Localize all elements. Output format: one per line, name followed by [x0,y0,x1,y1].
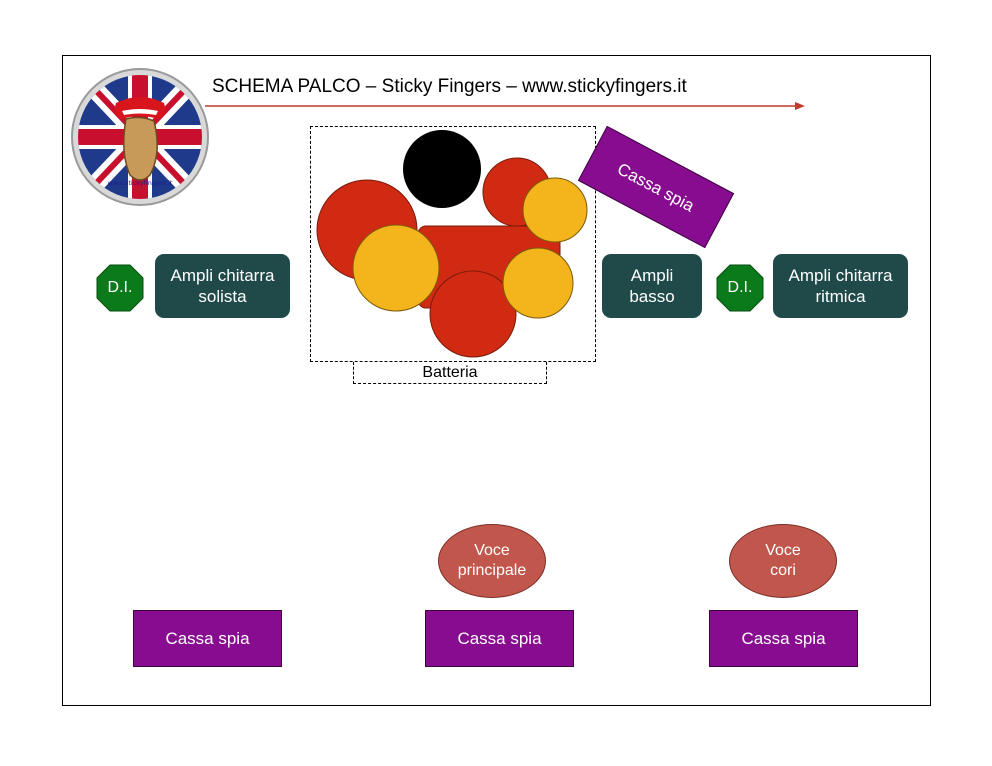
amp-lead-guitar-label: Ampli chitarra solista [170,266,275,306]
drums-label: Batteria [353,362,547,384]
drum-snare [429,270,517,358]
monitor-right: Cassa spia [709,610,858,667]
monitor-left: Cassa spia [133,610,282,667]
amp-lead-guitar: Ampli chitarra solista [155,254,290,318]
amp-bass: Ampli basso [602,254,702,318]
monitor-center: Cassa spia [425,610,574,667]
di-octagon-left [96,264,144,312]
di-label-right: D.I. [727,279,753,296]
drum-floor-tom [403,130,481,208]
logo-url-text: www.stickyfingers.it [108,179,173,187]
drum-cymbal-top-right [522,177,588,243]
drum-cymbal-right [502,247,574,319]
di-box-right: D.I. [716,264,764,312]
drum-cymbal-left [352,224,440,312]
title-arrow [205,102,805,110]
amp-bass-label: Ampli basso [629,266,675,306]
sticky-fingers-logo: www.stickyfingers.it [71,68,209,206]
mic-lead-vocal-label: Voce principale [457,542,527,579]
monitor-left-label: Cassa spia [165,629,250,648]
di-octagon-right [716,264,764,312]
mic-backing-vocal: Voce cori [729,524,837,598]
drum-kit [316,130,588,358]
amp-rhythm-guitar-label: Ampli chitarra ritmica [788,266,893,306]
di-label-left: D.I. [107,279,133,296]
di-box-left: D.I. [96,264,144,312]
monitor-center-label: Cassa spia [457,629,542,648]
page-title: SCHEMA PALCO – Sticky Fingers – www.stic… [212,76,687,97]
mic-lead-vocal: Voce principale [438,524,546,598]
drum-kit-area [310,126,596,362]
amp-rhythm-guitar: Ampli chitarra ritmica [773,254,908,318]
mic-backing-vocal-label: Voce cori [765,542,801,579]
monitor-right-label: Cassa spia [741,629,826,648]
stage-frame [62,55,931,706]
